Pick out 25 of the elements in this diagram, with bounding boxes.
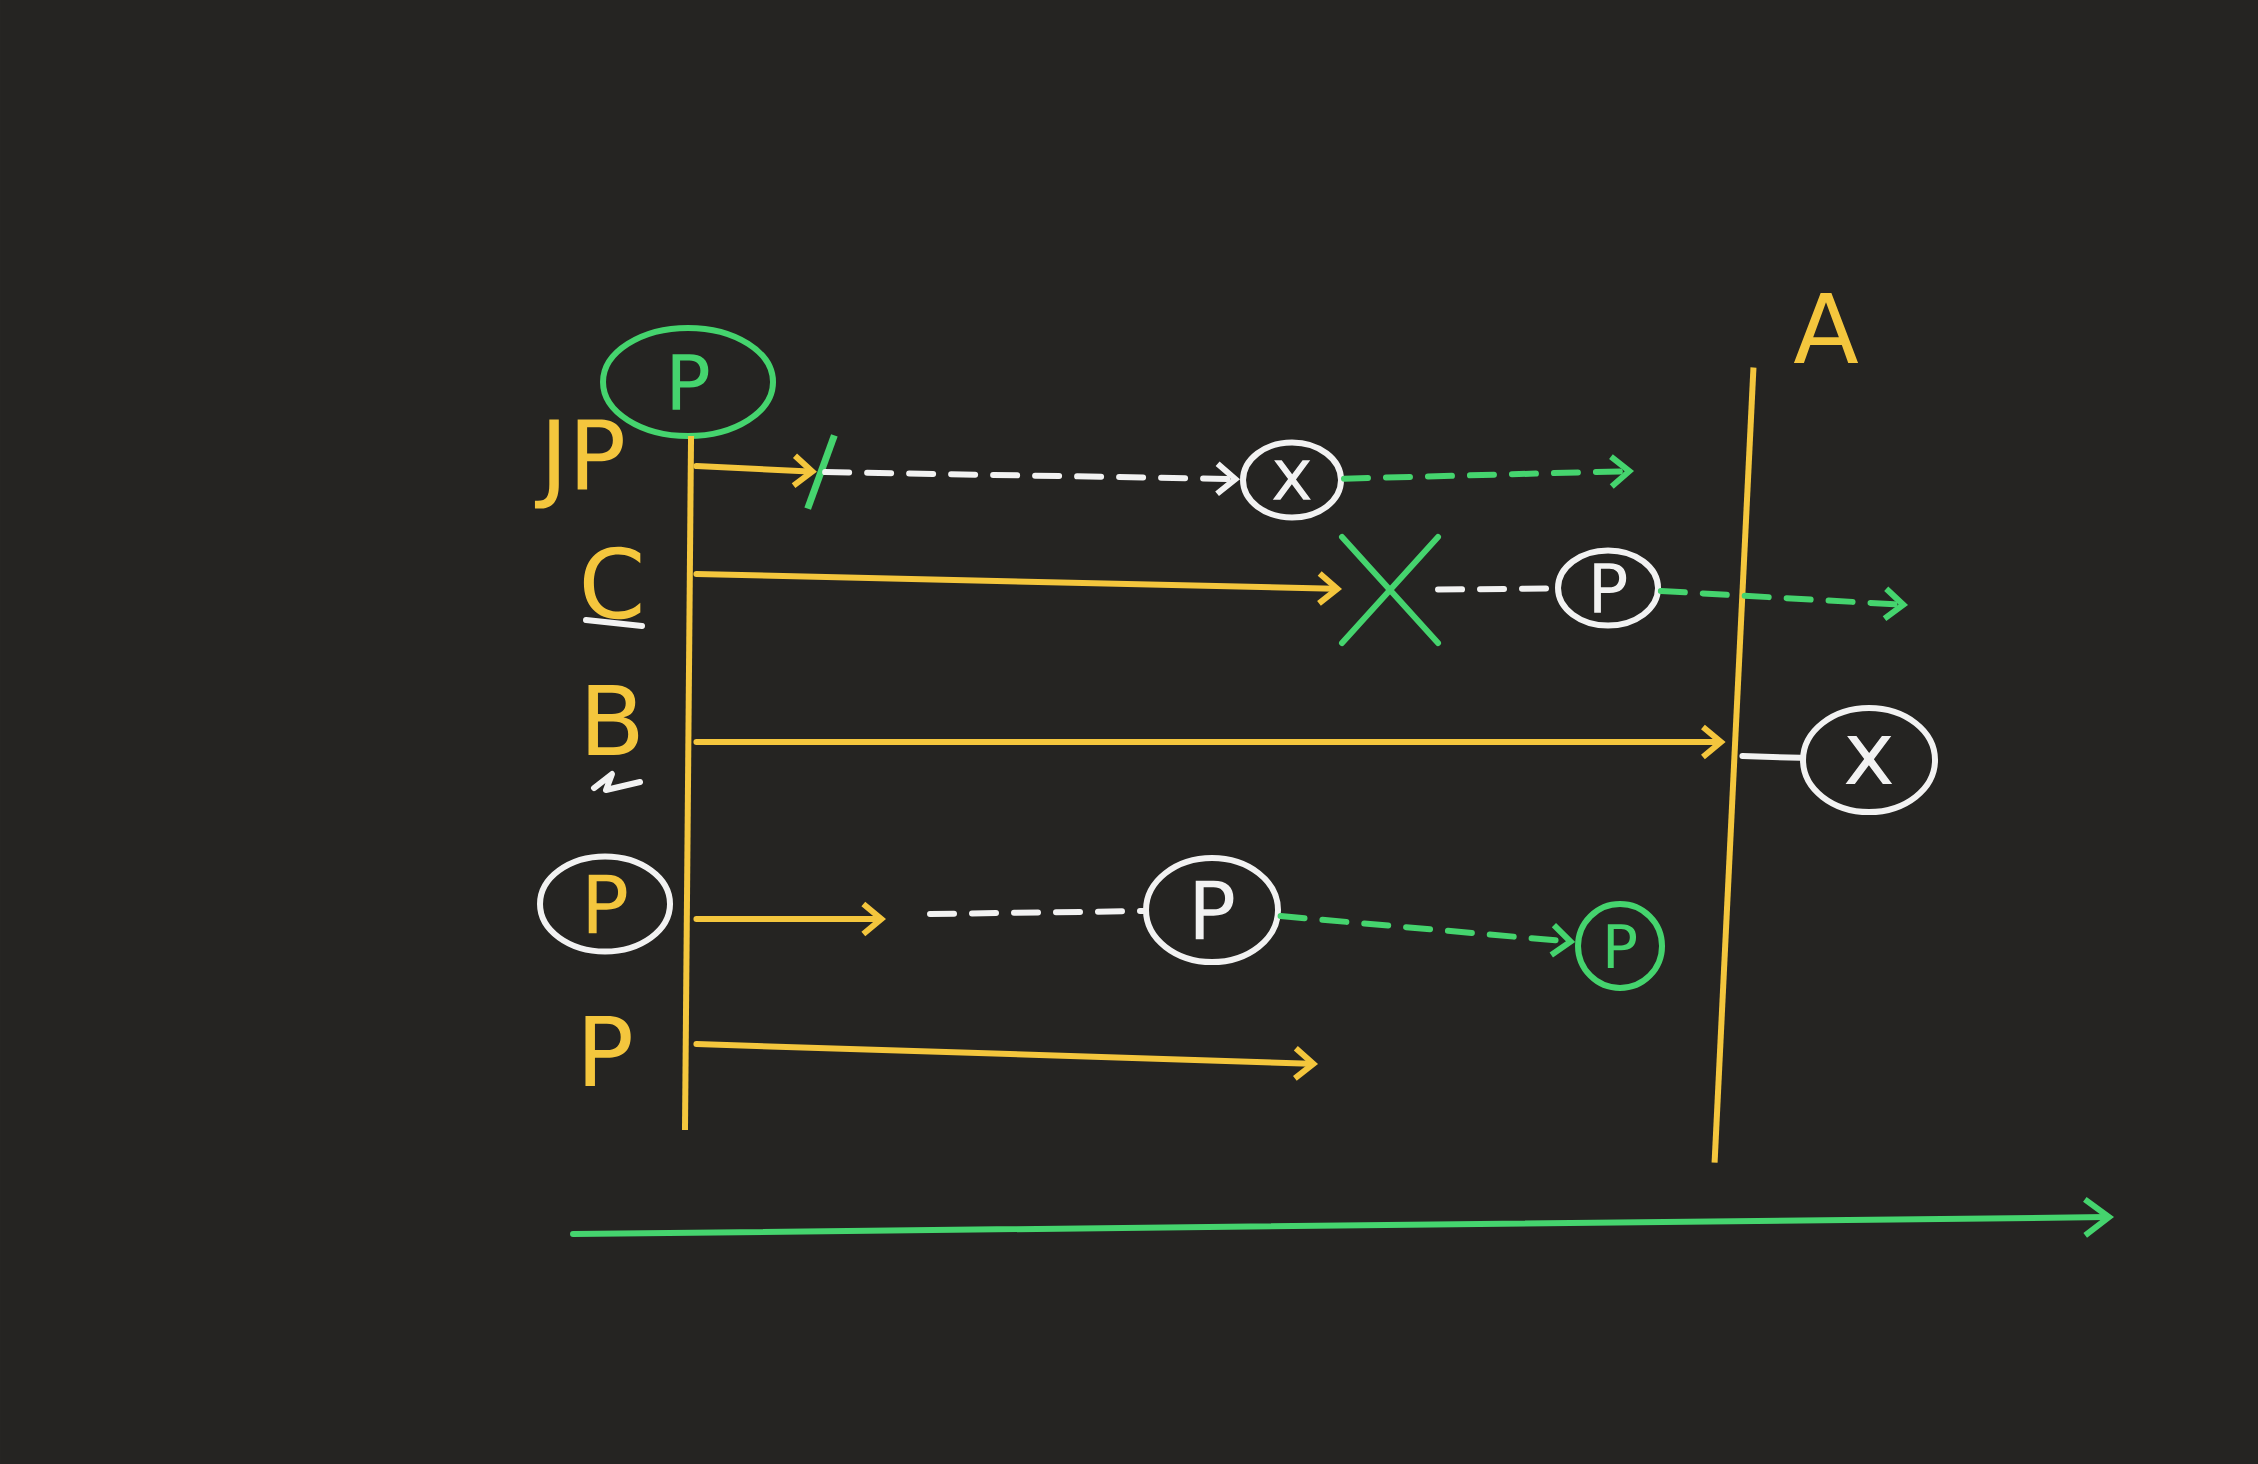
circled-letter: x bbox=[1240, 439, 1344, 521]
vertical-line bbox=[1711, 367, 1757, 1163]
arrow bbox=[693, 453, 817, 489]
dashed-line bbox=[927, 908, 1147, 917]
cross-mark bbox=[1339, 534, 1441, 646]
line bbox=[1739, 753, 1804, 761]
circled-letter: P bbox=[1575, 901, 1665, 991]
row-label: P bbox=[585, 1016, 631, 1086]
row-label: B bbox=[588, 685, 639, 755]
arrow bbox=[693, 724, 1726, 760]
dashed-arrow bbox=[1341, 454, 1635, 489]
vertical-line bbox=[682, 436, 695, 1130]
arrow bbox=[693, 571, 1342, 606]
circled-letter: P bbox=[1143, 855, 1281, 965]
circled-letter: P bbox=[1555, 547, 1661, 629]
dashed-arrow bbox=[1657, 586, 1908, 622]
row-label: C bbox=[583, 546, 641, 620]
circled-letter: P bbox=[537, 853, 673, 955]
slash-mark bbox=[804, 434, 838, 510]
arrow bbox=[693, 901, 886, 937]
dashed-arrow bbox=[822, 461, 1241, 497]
dashed-arrow bbox=[1277, 913, 1576, 958]
line-label: A bbox=[1793, 293, 1859, 363]
arrow bbox=[693, 1041, 1319, 1081]
circled-letter: x bbox=[1800, 705, 1938, 815]
